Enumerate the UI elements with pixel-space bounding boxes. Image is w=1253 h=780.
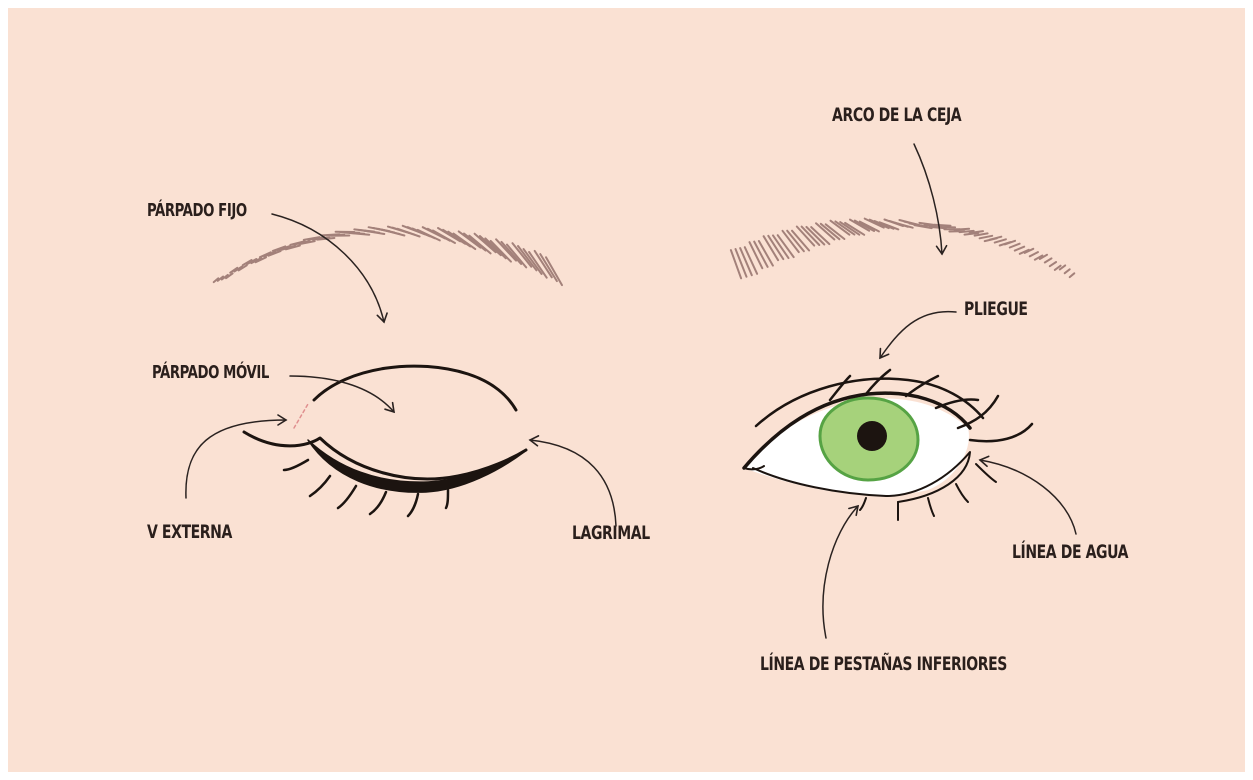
left-crease-dashed-guide [294,404,308,428]
right-lash [866,370,890,394]
right-lower-lash [976,464,996,482]
eyebrow-hair-stroke [1010,244,1020,248]
eyebrow-hair-stroke [1030,252,1038,256]
eyebrow-hair-stroke [934,225,950,226]
eyebrow-hair-stroke [995,239,1006,242]
eyebrow-hair-stroke [980,236,993,239]
arrow-linea-de-agua [980,460,1076,534]
arrow-pliegue [880,312,956,358]
label-lagrimal: LAGRIMAL [572,524,650,543]
right-pupil [857,421,887,451]
arrow-arco-de-la-ceja [914,144,942,254]
label-parpado-movil: PÁRPADO MÓVIL [152,364,269,382]
label-arco-de-la-ceja: ARCO DE LA CEJA [832,106,961,125]
eyebrow-hair-stroke [736,249,747,277]
left-lash [284,460,308,470]
left-lash [408,494,418,516]
right-eyebrow [731,219,1074,279]
left-lash [446,490,448,508]
label-pliegue: PLIEGUE [964,300,1028,319]
eye-anatomy-diagram: PÁRPADO FIJO PÁRPADO MÓVIL V EXTERNA LAG… [8,8,1245,772]
left-lash [338,486,356,508]
arrow-linea-de-pestanas-inferiores [823,506,858,638]
right-lash [970,424,1032,441]
eyebrow-hair-stroke [816,223,834,239]
eyebrow-hair-stroke [485,238,506,258]
eyebrow-hair-stroke [1015,247,1024,251]
eyebrow-hair-stroke [1065,269,1070,273]
eyebrow-hair-stroke [1045,258,1052,262]
right-open-eye [744,370,1032,520]
eye-illustration [8,8,1245,772]
arrow-lagrimal [530,440,616,526]
right-lower-lash [860,498,866,510]
left-eyebrow [214,226,562,285]
eyebrow-hair-stroke [955,229,970,230]
left-lash [310,476,330,496]
left-closed-eye [244,366,526,516]
left-eyelid-crease [314,366,516,410]
eyebrow-hair-stroke [540,254,557,281]
right-lower-lash [928,498,934,516]
eyebrow-hair-stroke [1070,273,1075,277]
right-lower-lash [956,484,968,502]
label-v-externa: V EXTERNA [147,523,232,542]
eyebrow-hair-stroke [350,233,370,235]
arrow-v-externa [186,420,286,498]
label-linea-de-agua: LÍNEA DE AGUA [1012,543,1128,562]
eyebrow-hair-stroke [745,247,757,274]
eyebrow-hair-stroke [731,250,741,278]
arrow-parpado-movil [290,376,394,412]
label-linea-de-pestanas-inferiores: LÍNEA DE PESTAÑAS INFERIORES [760,655,1007,674]
label-parpado-fijo: PÁRPADO FIJO [147,202,247,220]
left-lash [370,492,386,514]
eyebrow-hair-stroke [1050,262,1056,266]
